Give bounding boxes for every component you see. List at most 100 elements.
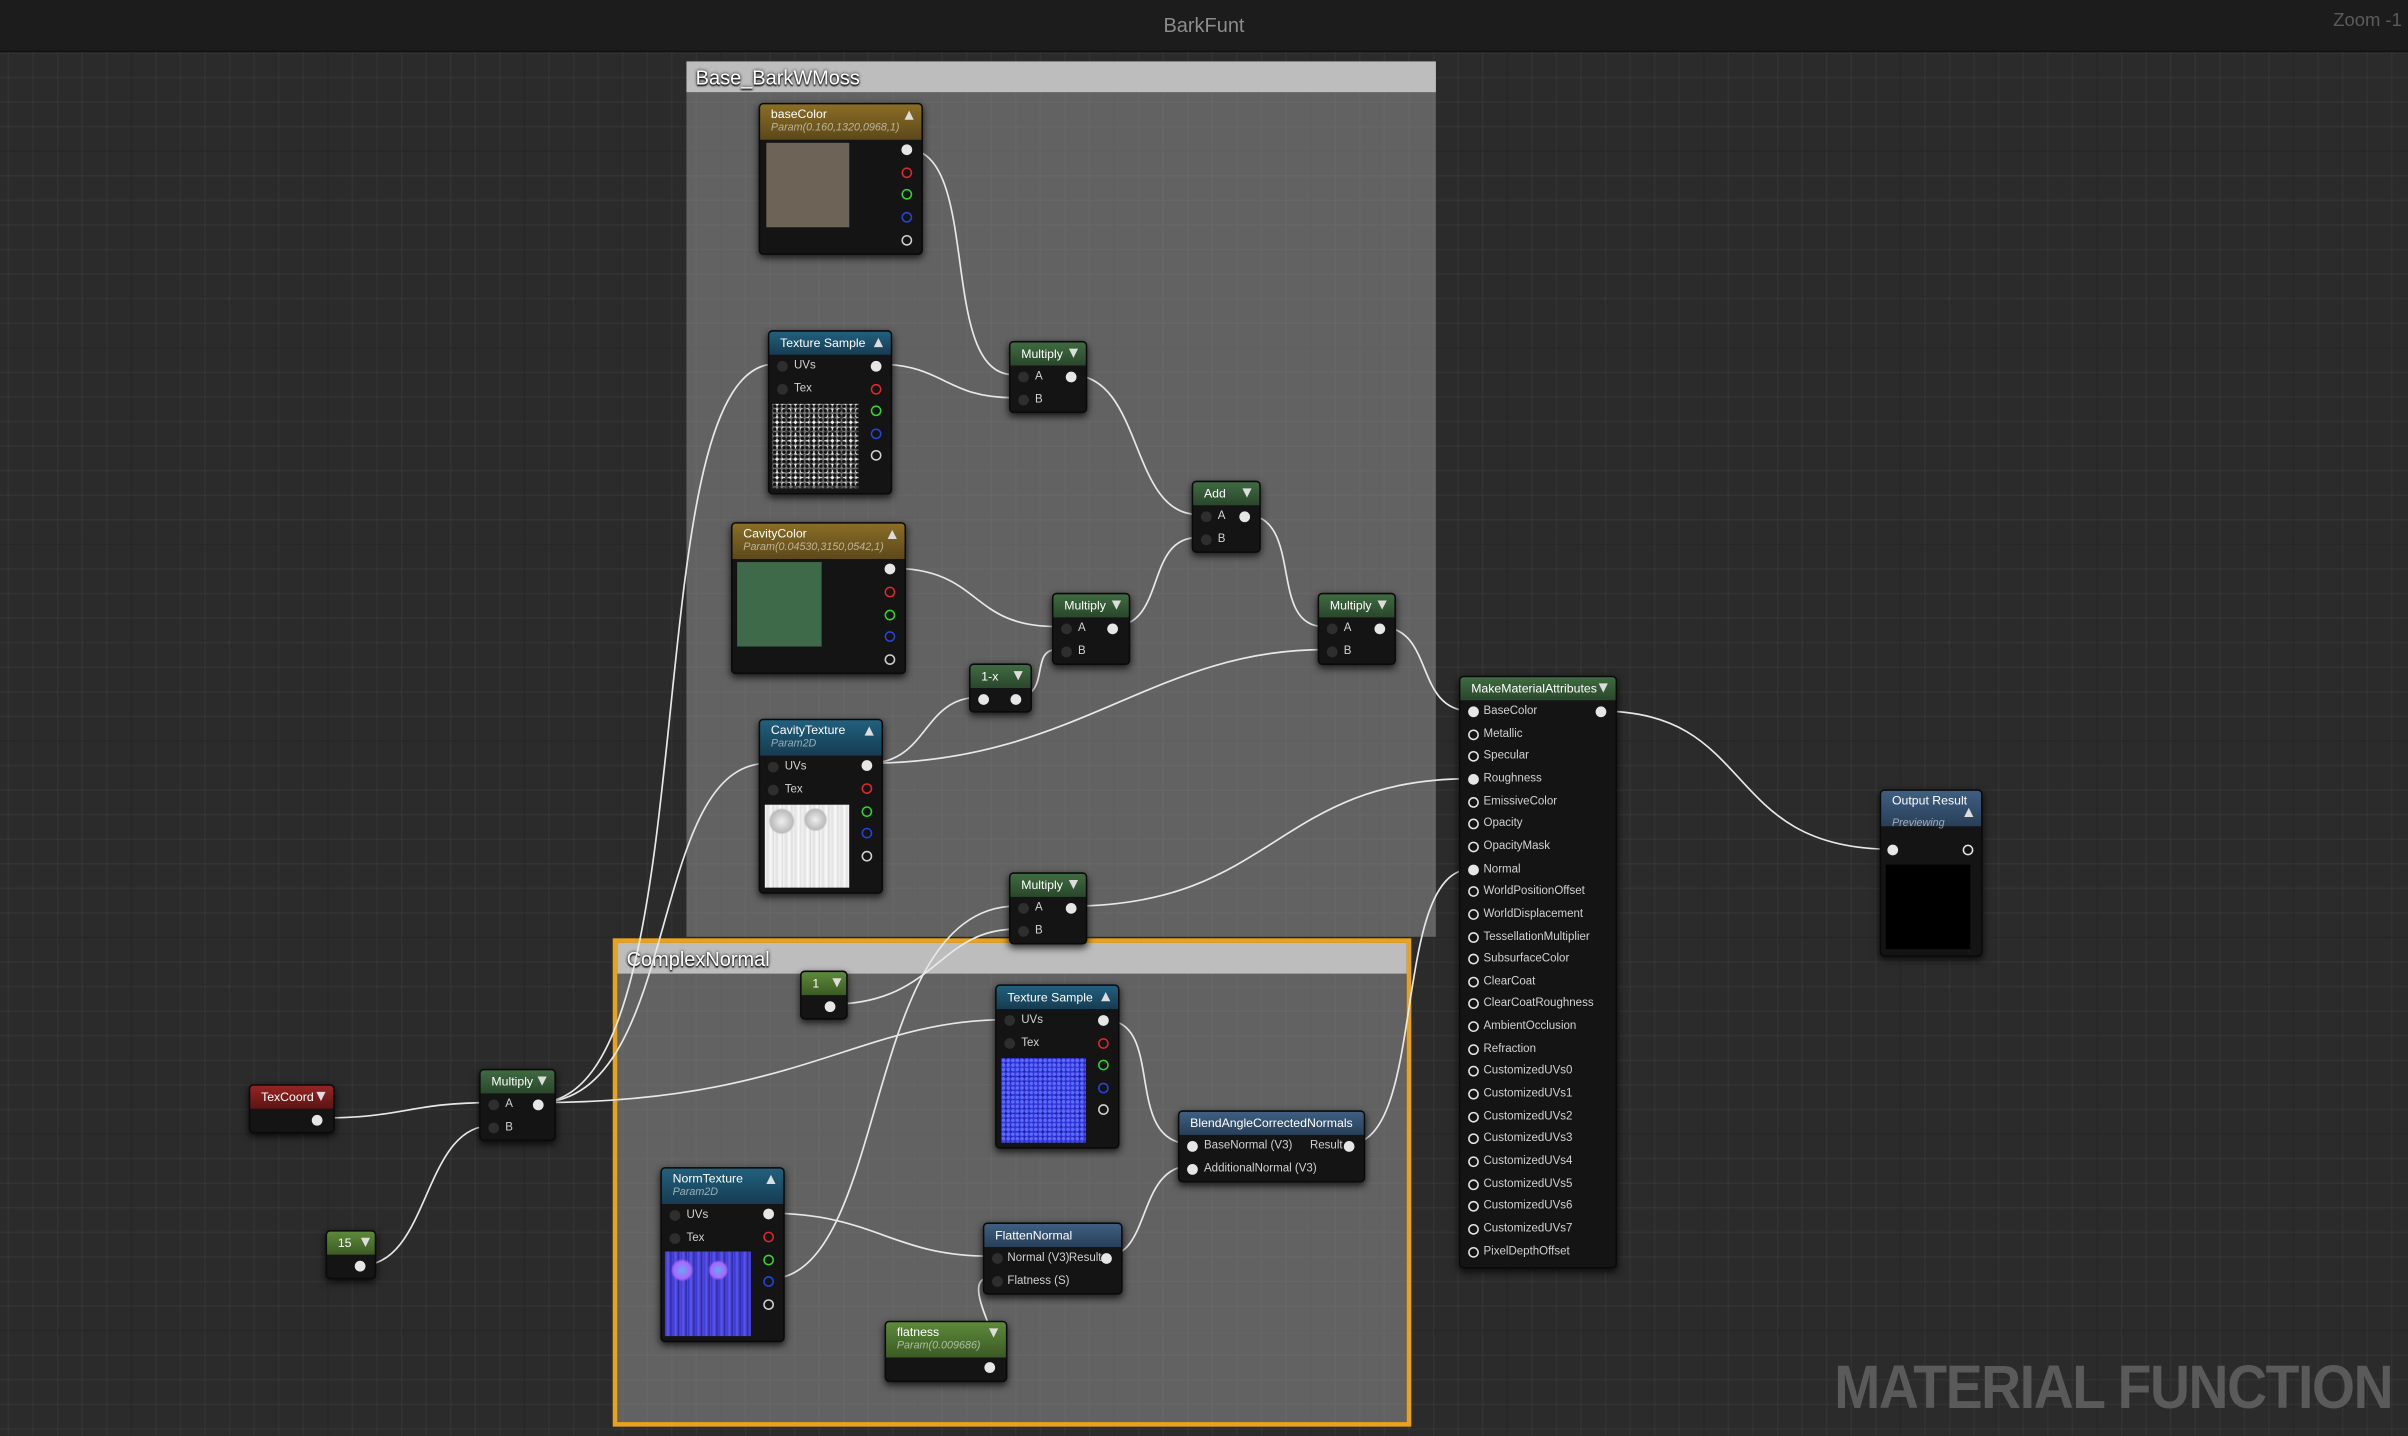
input-pin-a[interactable] [1061, 623, 1072, 635]
output-pin-g[interactable] [861, 806, 873, 817]
input-pin-pixeldepthoffset[interactable] [1468, 1246, 1479, 1258]
input-pin-customizeduvs6[interactable] [1468, 1201, 1479, 1213]
collapse-arrow-icon[interactable] [904, 110, 914, 120]
input-pin-normal[interactable] [992, 1253, 1003, 1264]
input-pin[interactable] [1887, 844, 1899, 856]
node-multiply[interactable]: Multiply A B [1008, 872, 1088, 945]
node-constant-15[interactable]: 15 [325, 1230, 377, 1280]
comment-title[interactable]: Base_BarkWMoss [686, 61, 1436, 93]
output-pin-b[interactable] [870, 428, 882, 440]
output-pin-a[interactable] [1098, 1104, 1109, 1115]
input-pin-b[interactable] [1061, 646, 1072, 658]
output-pin-rgb[interactable] [763, 1208, 774, 1220]
node-constant-1[interactable]: 1 [800, 970, 848, 1020]
output-pin-r[interactable] [901, 167, 913, 179]
input-pin-b[interactable] [488, 1122, 500, 1134]
expand-arrow-icon[interactable] [1242, 488, 1252, 498]
input-pin-normal[interactable] [1468, 863, 1479, 875]
comment-title[interactable]: ComplexNormal [617, 942, 1407, 974]
output-pin[interactable] [1065, 371, 1077, 383]
output-pin-a[interactable] [861, 850, 873, 862]
output-pin-b[interactable] [861, 827, 873, 839]
input-pin-customizeduvs3[interactable] [1468, 1133, 1479, 1145]
input-pin-tex[interactable] [777, 383, 788, 395]
output-pin-rgb[interactable] [884, 563, 896, 575]
input-pin-customizeduvs7[interactable] [1468, 1223, 1479, 1235]
input-pin-opacity[interactable] [1468, 818, 1479, 830]
output-pin-rgb[interactable] [1098, 1015, 1109, 1026]
output-pin-r[interactable] [884, 586, 896, 598]
node-add[interactable]: Add A B [1191, 480, 1261, 553]
output-pin-g[interactable] [1098, 1059, 1109, 1071]
output-pin-g[interactable] [901, 188, 913, 200]
output-pin[interactable] [824, 1001, 836, 1013]
node-flattennormal[interactable]: FlattenNormal Normal (V3) Flatness (S) R… [982, 1222, 1123, 1295]
input-pin-customizeduvs4[interactable] [1468, 1156, 1479, 1168]
input-pin-b[interactable] [1018, 926, 1029, 937]
expand-arrow-icon[interactable] [1111, 600, 1122, 610]
input-pin-uvs[interactable] [1004, 1015, 1016, 1026]
expand-arrow-icon[interactable] [1598, 683, 1608, 693]
node-multiply[interactable]: Multiply A B [1008, 340, 1088, 414]
input-pin-customizeduvs5[interactable] [1468, 1178, 1479, 1190]
input-pin-uvs[interactable] [767, 761, 779, 773]
node-multiply[interactable]: Multiply A B [1317, 592, 1396, 665]
collapse-arrow-icon[interactable] [873, 337, 884, 348]
expand-arrow-icon[interactable] [1068, 879, 1079, 890]
output-pin-a[interactable] [901, 234, 913, 246]
node-blendanglecorrectednormals[interactable]: BlendAngleCorrectedNormals BaseNormal (V… [1177, 1110, 1366, 1183]
node-one-minus[interactable]: 1-x [969, 663, 1032, 713]
input-pin-customizeduvs2[interactable] [1468, 1111, 1479, 1123]
output-pin-r[interactable] [1098, 1038, 1109, 1049]
output-pin[interactable] [1239, 511, 1251, 523]
output-pin[interactable] [1107, 623, 1118, 635]
node-texcoord[interactable]: TexCoord [248, 1084, 335, 1134]
input-pin-clearcoat[interactable] [1468, 976, 1479, 988]
expand-arrow-icon[interactable] [832, 978, 842, 988]
output-pin[interactable] [1374, 623, 1386, 635]
input-pin-roughness[interactable] [1468, 773, 1479, 785]
input-pin-a[interactable] [1018, 371, 1029, 383]
output-pin-result[interactable] [1343, 1141, 1355, 1152]
input-pin-a[interactable] [1200, 511, 1212, 523]
output-pin-result[interactable] [1101, 1253, 1112, 1264]
input-pin-worldpositionoffset[interactable] [1468, 886, 1479, 898]
expand-arrow-icon[interactable] [1377, 600, 1387, 610]
expand-arrow-icon[interactable] [316, 1091, 326, 1102]
collapse-arrow-icon[interactable] [1101, 992, 1111, 1002]
output-pin-a[interactable] [763, 1299, 774, 1310]
expand-arrow-icon[interactable] [1068, 348, 1079, 358]
node-texture-sample[interactable]: Texture Sample UVs Tex [995, 984, 1120, 1149]
collapse-arrow-icon[interactable] [1964, 807, 1974, 817]
input-pin-b[interactable] [1200, 534, 1212, 546]
output-pin[interactable] [984, 1362, 996, 1373]
input-pin-a[interactable] [1326, 623, 1338, 635]
output-pin[interactable] [354, 1260, 366, 1272]
input-pin-ambientocclusion[interactable] [1468, 1021, 1479, 1033]
input-pin-basecolor[interactable] [1468, 706, 1479, 718]
collapse-arrow-icon[interactable] [864, 726, 874, 736]
node-multiply[interactable]: Multiply A B [479, 1068, 556, 1142]
input-pin-subsurfacecolor[interactable] [1468, 953, 1479, 965]
output-pin-g[interactable] [763, 1254, 774, 1266]
input-pin-uvs[interactable] [669, 1210, 681, 1221]
input-pin-tex[interactable] [1004, 1038, 1016, 1049]
input-pin-uvs[interactable] [777, 360, 788, 372]
output-pin-r[interactable] [870, 383, 882, 395]
input-pin-tessellationmultiplier[interactable] [1468, 931, 1479, 943]
output-pin-rgb[interactable] [870, 360, 882, 372]
input-pin-b[interactable] [1326, 646, 1338, 658]
input-pin-tex[interactable] [669, 1233, 681, 1244]
collapse-arrow-icon[interactable] [887, 529, 897, 540]
collapse-arrow-icon[interactable] [766, 1174, 776, 1185]
output-pin-r[interactable] [861, 783, 873, 794]
input-pin-specular[interactable] [1468, 751, 1479, 763]
expand-arrow-icon[interactable] [988, 1328, 999, 1338]
input-pin-customizeduvs0[interactable] [1468, 1066, 1479, 1078]
